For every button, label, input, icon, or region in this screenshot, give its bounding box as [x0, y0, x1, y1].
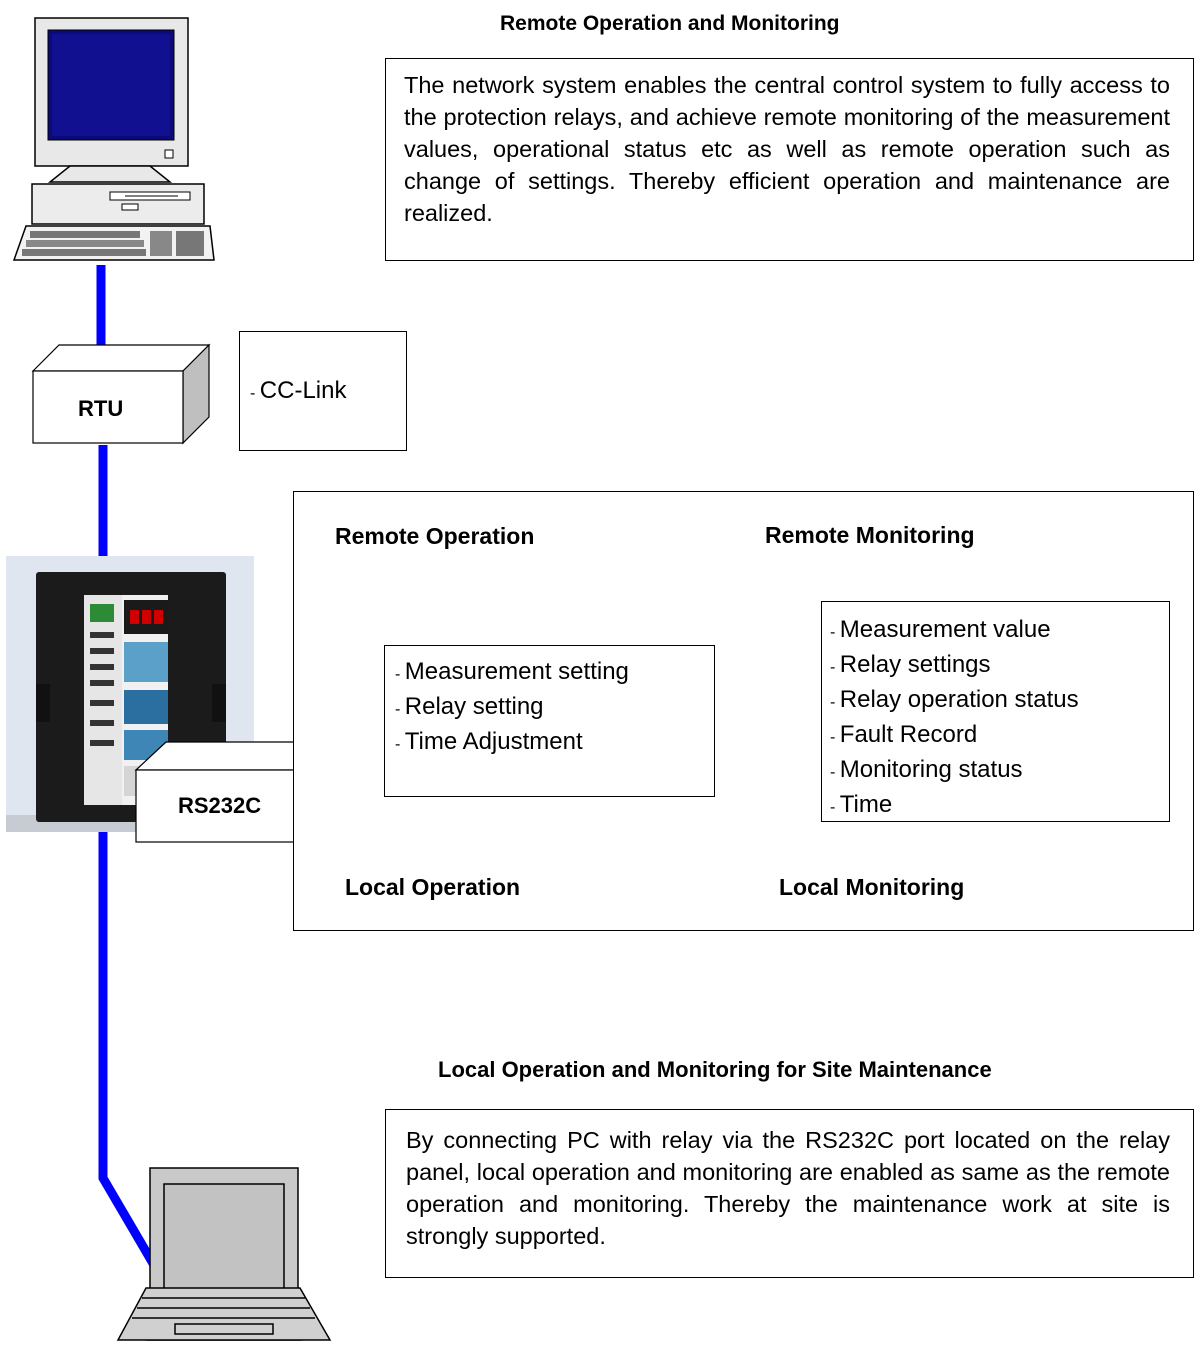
monitoring-items-box: - Measurement value - Relay settings - R…	[821, 601, 1170, 822]
protocol-box: - CC-Link	[239, 331, 407, 451]
operation-item: - Time Adjustment	[395, 728, 583, 755]
monitoring-item: - Measurement value	[830, 616, 1051, 643]
operation-item: - Relay setting	[395, 693, 544, 720]
desktop-computer-icon	[12, 17, 215, 261]
monitoring-item: - Relay operation status	[830, 686, 1079, 713]
operation-item: - Measurement setting	[395, 658, 629, 685]
local-operation-title: Local Operation	[345, 874, 521, 900]
local-section-title: Local Operation and Monitoring for Site …	[438, 1057, 992, 1082]
monitoring-item: - Fault Record	[830, 721, 978, 748]
remote-description-box: The network system enables the central c…	[385, 58, 1194, 261]
rs232c-label: RS232C	[178, 793, 262, 818]
operation-items-box: - Measurement setting - Relay setting - …	[384, 645, 715, 797]
rtu-label: RTU	[78, 396, 124, 421]
protocol-item: - CC-Link	[250, 377, 347, 404]
remote-operation-title: Remote Operation	[335, 523, 535, 549]
relay-device-photo	[6, 556, 254, 832]
monitoring-item: - Relay settings	[830, 651, 991, 678]
local-description-box: By connecting PC with relay via the RS23…	[385, 1109, 1194, 1278]
remote-section-title: Remote Operation and Monitoring	[500, 12, 840, 35]
rtu-box	[31, 343, 211, 445]
monitoring-item: - Monitoring status	[830, 756, 1023, 783]
laptop-computer-icon	[116, 1167, 332, 1341]
local-monitoring-title: Local Monitoring	[779, 874, 965, 900]
local-description: By connecting PC with relay via the RS23…	[406, 1127, 1170, 1249]
remote-monitoring-title: Remote Monitoring	[765, 522, 975, 548]
remote-description: The network system enables the central c…	[404, 72, 1170, 226]
monitoring-item: - Time	[830, 791, 893, 818]
